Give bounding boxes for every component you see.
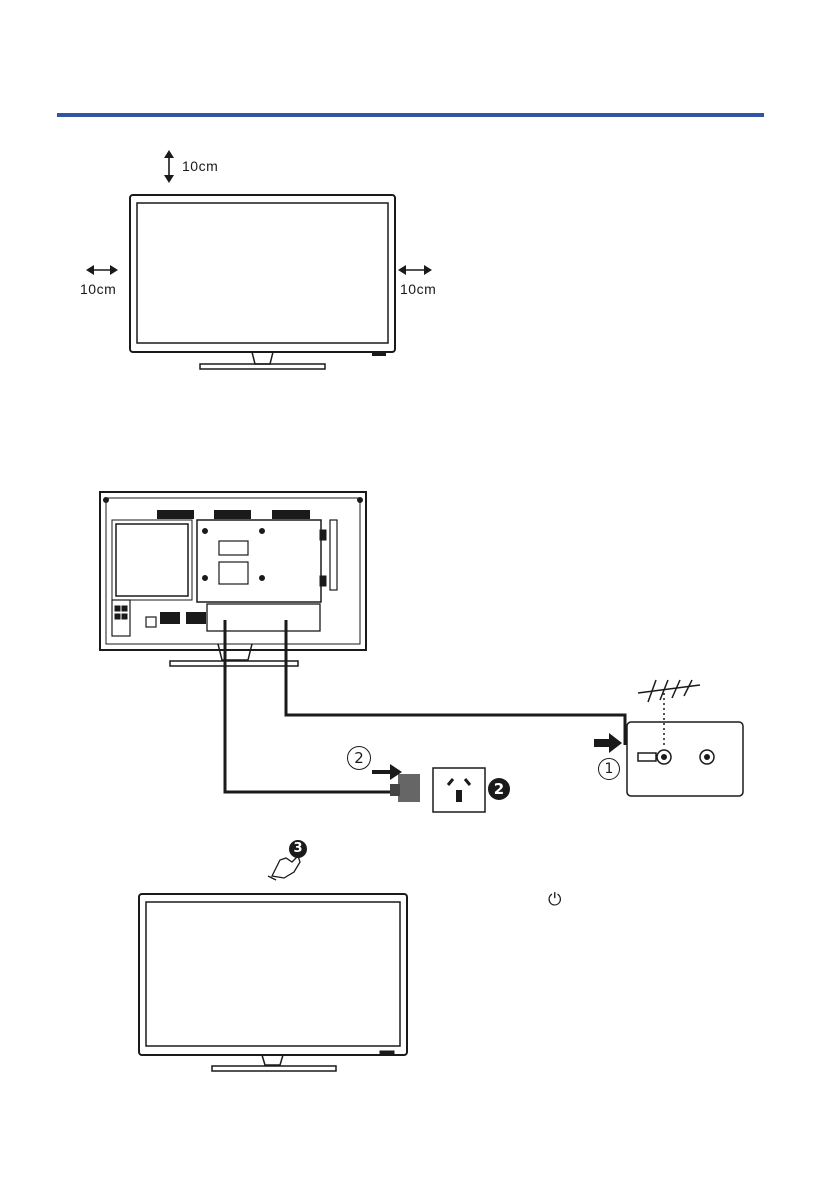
step2-arrow: [372, 764, 402, 780]
power-icon: ⏻: [548, 890, 561, 910]
step3-marker: 3: [289, 840, 307, 858]
step2-marker: 2: [347, 746, 371, 770]
step1-marker: 1: [598, 758, 620, 780]
power-plug: [390, 774, 420, 802]
antenna-wall-plate: [627, 693, 743, 796]
antenna-cable: [286, 620, 625, 745]
rear-vents: [157, 510, 310, 624]
clearance-right-arrow: [398, 265, 432, 275]
wall-outlet: [433, 768, 485, 812]
antenna-icon: [638, 680, 700, 702]
clearance-top-arrow: [164, 150, 174, 183]
pointing-hand-icon: [268, 856, 300, 880]
clearance-tv: [130, 195, 395, 369]
step1-arrow: [594, 733, 622, 753]
outlet-step2-marker: 2: [488, 778, 510, 800]
tv-rear-panel: [100, 492, 366, 666]
clearance-left-arrow: [86, 265, 118, 275]
power-on-tv: [139, 894, 407, 1071]
